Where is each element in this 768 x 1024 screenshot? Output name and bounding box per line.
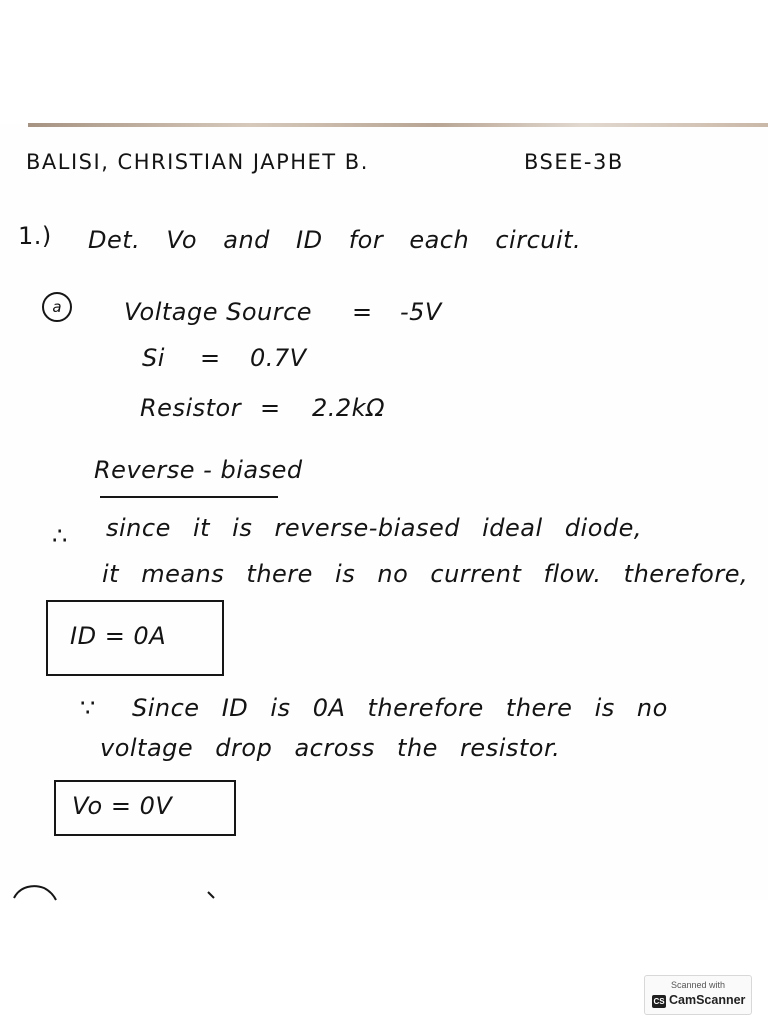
given-si-eq: =: [200, 344, 221, 372]
student-section: BSEE-3B: [524, 150, 624, 174]
camscanner-watermark: Scanned with CS CamScanner: [644, 975, 752, 1015]
given-si-label: Si: [142, 344, 165, 372]
next-part-mark: [13, 885, 215, 901]
reason2-line1: Since ID is 0A therefore there is no: [132, 694, 668, 722]
bias-heading: Reverse - biased: [94, 456, 303, 484]
result-vo-box: [54, 780, 236, 836]
part-a-label: a: [42, 292, 72, 322]
given-resistor-label: Resistor: [140, 394, 242, 422]
reason2-symbol: ∵: [80, 694, 96, 722]
given-voltage-source-value: -5V: [400, 298, 442, 326]
paper-sheet: [0, 124, 768, 900]
problem-number: 1.): [18, 222, 52, 250]
watermark-top-text: Scanned with: [670, 980, 726, 990]
reason1-line2: it means there is no current flow. there…: [102, 560, 749, 588]
paper-top-edge: [28, 123, 768, 127]
watermark-brand: CamScanner: [669, 993, 746, 1007]
camscanner-logo-icon: CS: [652, 995, 666, 1008]
reason1-symbol: ∴: [52, 522, 68, 550]
given-voltage-source-eq: =: [352, 298, 373, 326]
given-resistor-eq: =: [260, 394, 281, 422]
given-voltage-source-label: Voltage Source: [124, 298, 313, 326]
problem-statement: Det. Vo and ID for each circuit.: [88, 226, 582, 254]
result-id-box: [46, 600, 224, 676]
given-si-value: 0.7V: [250, 344, 307, 372]
reason1-line1: since it is reverse-biased ideal diode,: [106, 514, 643, 542]
student-name: BALISI, CHRISTIAN JAPHET B.: [26, 150, 369, 174]
result-id: ID = 0A: [70, 622, 167, 650]
reason2-line2: voltage drop across the resistor.: [100, 734, 561, 762]
given-resistor-value: 2.2kΩ: [312, 394, 385, 422]
result-vo: Vo = 0V: [72, 792, 173, 820]
bias-heading-underline: [100, 496, 278, 498]
